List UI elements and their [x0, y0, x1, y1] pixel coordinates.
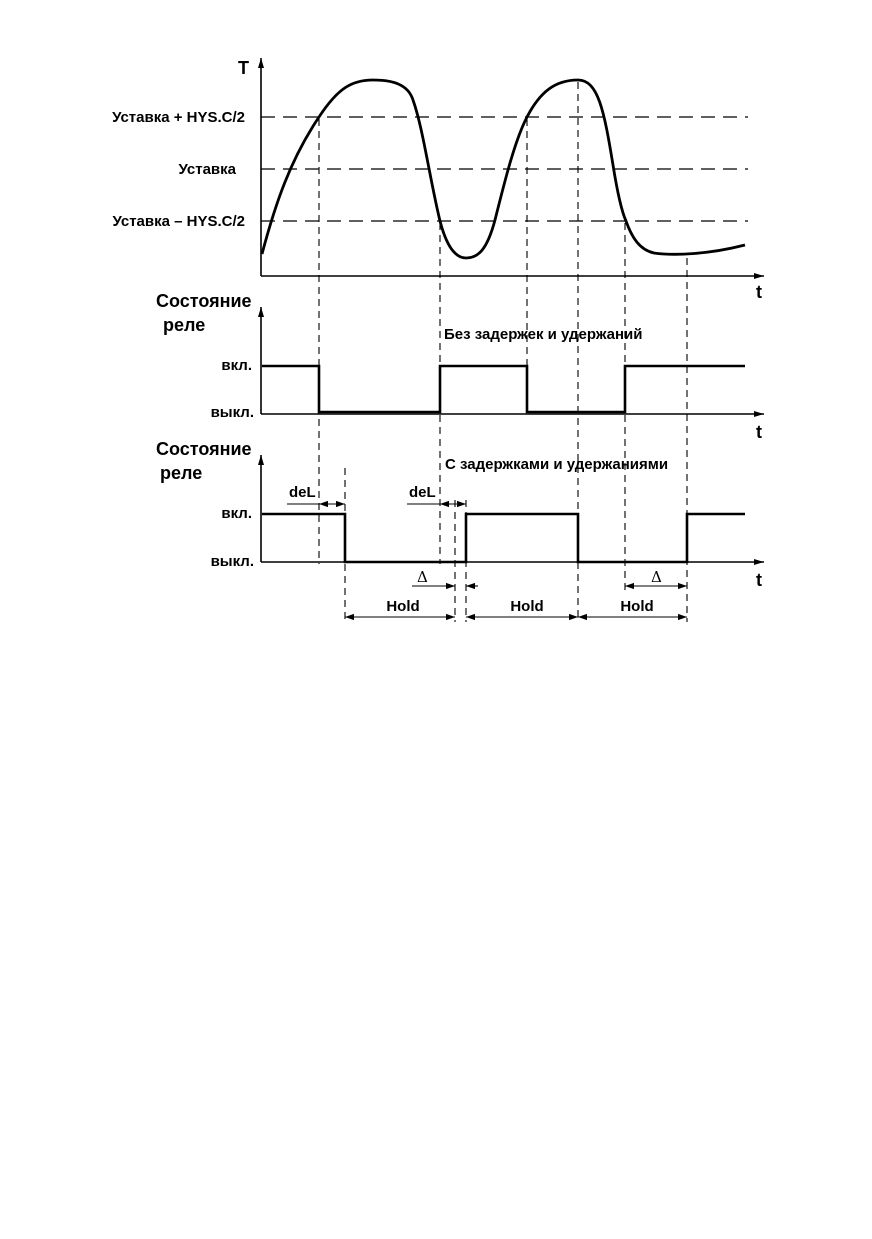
temperature-panel: T t Уставка + HYS.C/2 Уставка Уставка – …: [112, 58, 764, 302]
time-axis-label-relay1: t: [756, 422, 762, 442]
relay2-caption: С задержками и удержаниями: [445, 456, 668, 473]
time-axis-label-relay2: t: [756, 570, 762, 590]
hold-label-3: Hold: [620, 598, 653, 615]
relay2-title-line1: Состояние: [156, 439, 252, 459]
relay2-off-label: выкл.: [211, 553, 254, 570]
relay1-title-line1: Состояние: [156, 291, 252, 311]
hold-label-2: Hold: [510, 598, 543, 615]
lower-threshold-label: Уставка – HYS.C/2: [112, 213, 245, 230]
relay2-signal: [262, 512, 745, 564]
hold-annotations: Hold Hold Hold: [345, 598, 687, 621]
time-axis-label-top: t: [756, 282, 762, 302]
delay-label-1: deL: [289, 484, 316, 501]
relay2-title-line2: реле: [160, 463, 202, 483]
relay1-title-line2: реле: [163, 315, 205, 335]
relay1-off-label: выкл.: [211, 404, 254, 421]
relay-panel-no-delay: t Состояние реле Без задержек и удержани…: [156, 291, 764, 442]
relay2-on-label: вкл.: [221, 505, 252, 522]
hold-label-1: Hold: [386, 598, 419, 615]
delay-label-2: deL: [409, 484, 436, 501]
projection-lines: [318, 82, 688, 622]
delta-label-1: Δ: [417, 568, 428, 586]
relay-panel-with-delay: t Состояние реле С задержками и удержани…: [156, 439, 764, 590]
delta-label-2: Δ: [651, 568, 662, 586]
setpoint-label: Уставка: [179, 161, 237, 178]
delta-annotations: Δ Δ: [412, 568, 687, 590]
upper-threshold-label: Уставка + HYS.C/2: [112, 109, 245, 126]
delay-annotations: deL deL: [287, 484, 466, 508]
relay1-on-label: вкл.: [221, 357, 252, 374]
relay1-caption: Без задержек и удержаний: [444, 326, 642, 343]
temperature-curve: [260, 78, 746, 260]
temperature-axis-label: T: [238, 58, 249, 78]
relay1-signal: [262, 364, 745, 414]
